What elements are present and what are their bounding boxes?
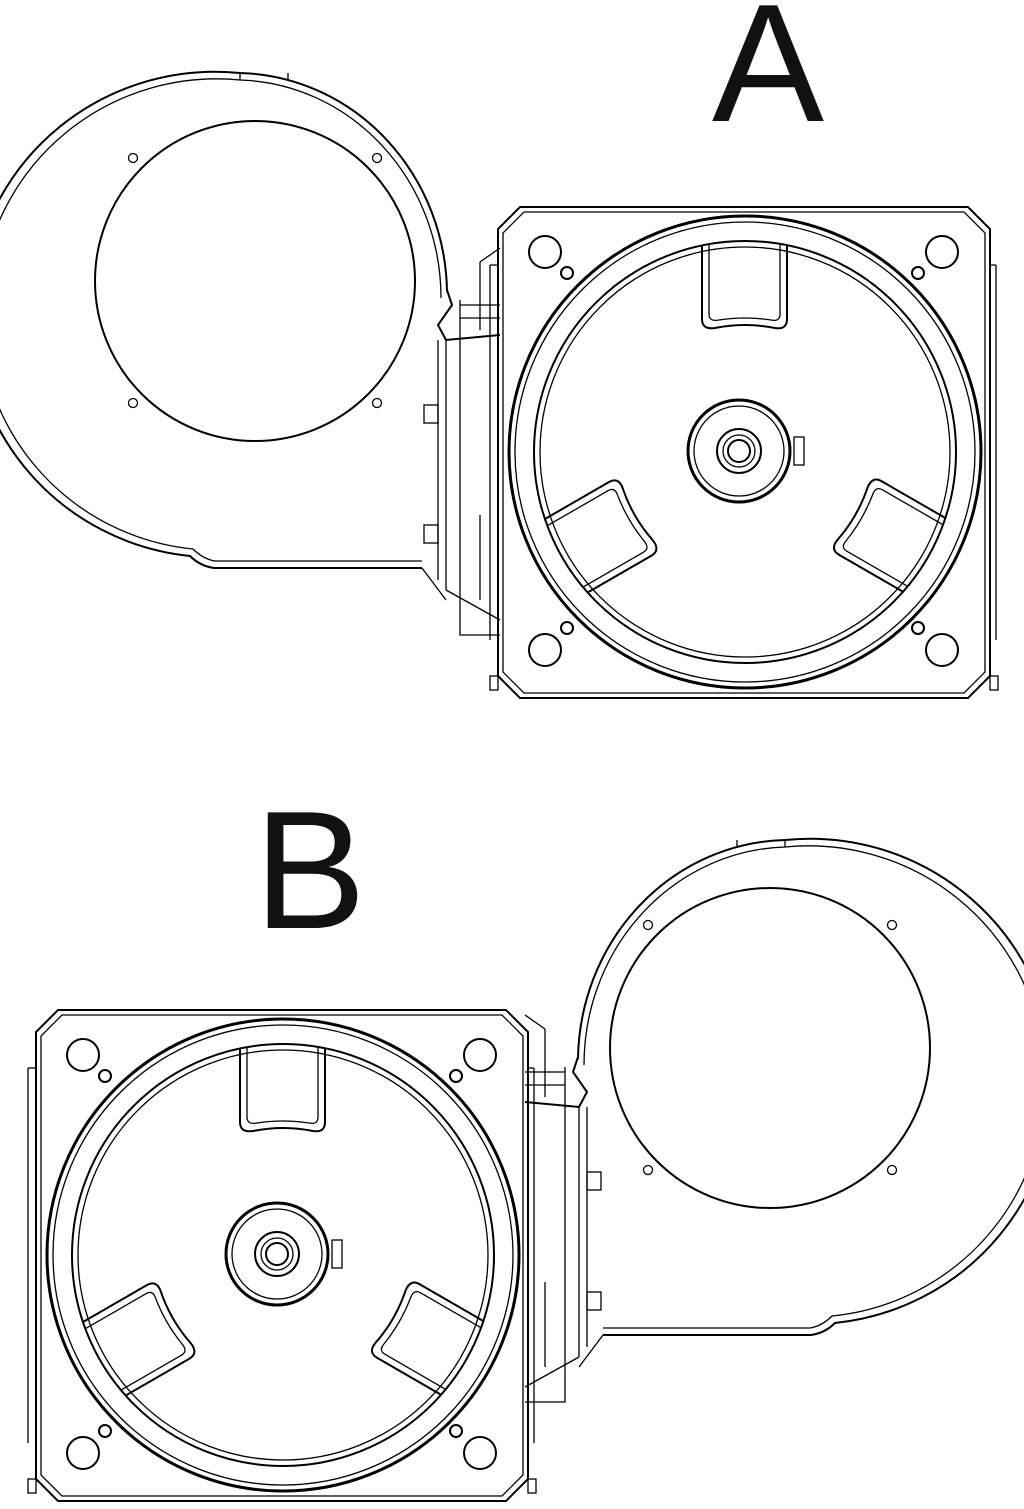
assembly-b: B — [28, 776, 1024, 1501]
label-a: A — [712, 0, 824, 157]
assembly-a: A — [0, 0, 998, 698]
motor-a — [490, 207, 998, 698]
motor-b — [28, 1010, 536, 1501]
blower-scroll-b — [524, 837, 1024, 1403]
blower-scroll-a — [0, 70, 502, 636]
label-b: B — [254, 776, 366, 964]
